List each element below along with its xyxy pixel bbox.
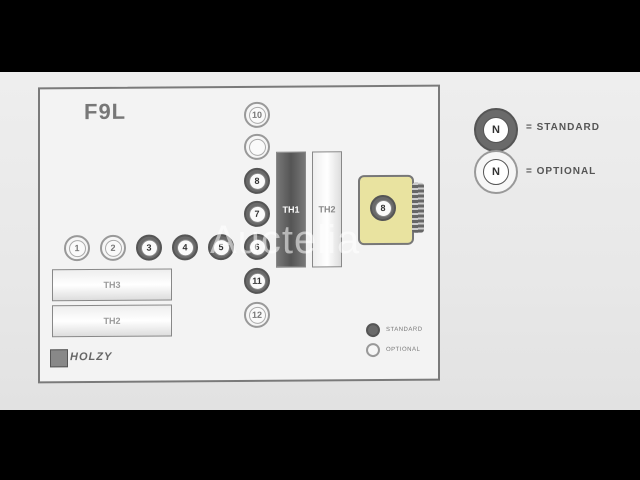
roller-2: 2 [100,234,126,261]
brand-logo-icon [50,349,68,368]
roller-12: 12 [244,301,270,328]
roller-label: 10 [248,106,266,124]
watermark: Auctelia [210,218,361,262]
side-spindle [412,182,424,233]
legend-standard-symbol: N [474,108,518,152]
legend-standard-label: = STANDARD [526,122,600,133]
roller-blank [244,133,270,160]
roller-4: 4 [172,234,198,261]
diagram-photo: F9L 1 2 3 4 5 6 10 8 7 [0,72,640,410]
cylinder-th3: TH3 [52,268,172,302]
roller-label: 8 [248,172,266,190]
legend-optional-label: = OPTIONAL [526,166,597,177]
roller-10: 10 [244,101,270,128]
diagram-title: F9L [84,98,127,125]
cylinder-label: TH2 [103,315,121,326]
roller-label: 1 [68,239,86,257]
roller-1: 1 [64,235,90,262]
mini-optional-symbol [366,343,380,358]
cylinder-th2-horizontal: TH2 [52,304,172,338]
roller-label: 3 [140,239,158,257]
cylinder-label: TH2 [318,204,336,215]
roller-8: 8 [244,167,270,194]
brand-logo: HOLZY [70,350,113,364]
mini-optional-label: OPTIONAL [386,346,421,353]
cylinder-label: TH3 [103,279,121,290]
roller-label: 12 [248,306,266,324]
roller-label: 8 [374,199,392,217]
roller-label: 11 [248,272,266,290]
roller-label [248,138,266,156]
roller-side: 8 [370,194,396,222]
roller-3: 3 [136,234,162,261]
legend-symbol-label: N [483,117,509,143]
cylinder-label: TH1 [282,204,300,215]
roller-label: 4 [176,238,194,256]
legend-optional-symbol: N [474,150,518,194]
roller-label: 2 [104,239,122,257]
mini-standard-symbol [366,323,380,338]
legend-symbol-label: N [483,159,509,185]
mini-standard-label: STANDARD [386,326,423,333]
roller-11: 11 [244,267,270,294]
